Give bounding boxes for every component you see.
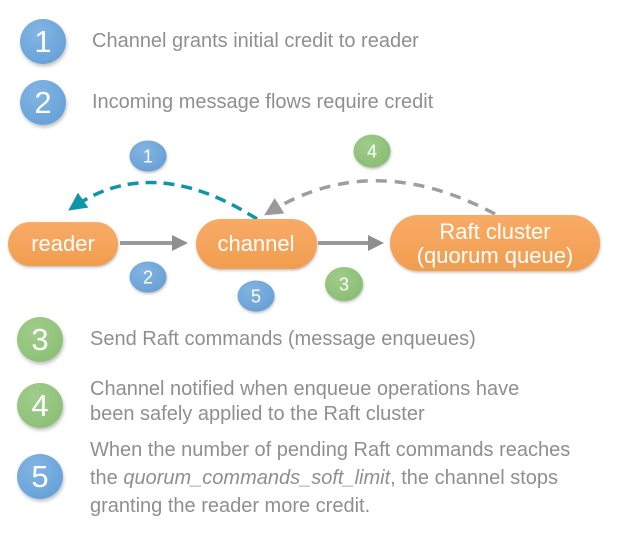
flow-diagram: reader channel Raft cluster (quorum queu…	[8, 134, 600, 312]
legend-text-1-line: Channel grants initial credit to reader	[92, 30, 419, 52]
channel-node-label: channel	[217, 231, 294, 256]
diagram-badge-5-number: 5	[251, 287, 261, 307]
legend-badge-5-number: 5	[31, 459, 49, 494]
diagram-badge-3: 3	[325, 267, 363, 301]
legend-text-5-line2-pre: the	[90, 467, 124, 489]
legend-badge-2: 2	[20, 80, 66, 125]
legend-text-5: When the number of pending Raft commands…	[90, 436, 570, 520]
legend-text-5-line2-post: , the channel stops	[390, 467, 559, 489]
legend-badge-4: 4	[17, 383, 63, 428]
channel-node: channel	[196, 219, 317, 269]
diagram-badge-3-number: 3	[339, 275, 349, 295]
raft-cluster-node: Raft cluster (quorum queue)	[390, 215, 600, 271]
legend-badge-5: 5	[17, 454, 63, 499]
legend-text-4-line1: Channel notified when enqueue operations…	[90, 378, 520, 400]
legend-text-3-line: Send Raft commands (message enqueues)	[90, 328, 476, 350]
reader-node-label: reader	[31, 231, 95, 256]
legend-text-1: Channel grants initial credit to reader	[92, 29, 419, 54]
initial-credit-arrow	[68, 180, 258, 221]
diagram-badge-4: 4	[353, 134, 391, 168]
legend-text-3: Send Raft commands (message enqueues)	[90, 327, 476, 352]
reader-node: reader	[8, 222, 118, 266]
applied-notification-arrow	[264, 179, 496, 216]
legend-badge-3-number: 3	[31, 322, 49, 357]
raft-cluster-node-label-line2: (quorum queue)	[417, 243, 574, 268]
legend-badge-4-number: 4	[31, 388, 49, 423]
diagram-badge-1-number: 1	[143, 147, 153, 167]
legend-text-5-line1: When the number of pending Raft commands…	[90, 439, 571, 461]
legend-text-2: Incoming message flows require credit	[92, 90, 433, 115]
legend-text-5-line2: the quorum_commands_soft_limit, the chan…	[90, 464, 570, 492]
legend-text-2-line: Incoming message flows require credit	[92, 91, 434, 113]
legend-badge-1-number: 1	[34, 24, 52, 59]
soft-limit-parameter-name: quorum_commands_soft_limit	[123, 467, 391, 489]
diagram-badge-5: 5	[237, 280, 275, 312]
legend-text-4-line2: been safely applied to the Raft cluster	[90, 403, 425, 425]
diagram-badge-2-number: 2	[143, 268, 153, 288]
legend-text-4: Channel notified when enqueue operations…	[90, 377, 519, 427]
legend-text-5-line3: granting the reader more credit.	[90, 495, 371, 517]
legend-badge-3: 3	[17, 317, 63, 362]
raft-cluster-node-label-line1: Raft cluster	[439, 219, 550, 244]
legend-badge-1: 1	[20, 19, 66, 64]
diagram-badge-2: 2	[129, 261, 167, 293]
legend-badge-2-number: 2	[34, 85, 52, 120]
diagram-badge-4-number: 4	[367, 142, 377, 162]
diagram-badge-1: 1	[129, 140, 167, 172]
